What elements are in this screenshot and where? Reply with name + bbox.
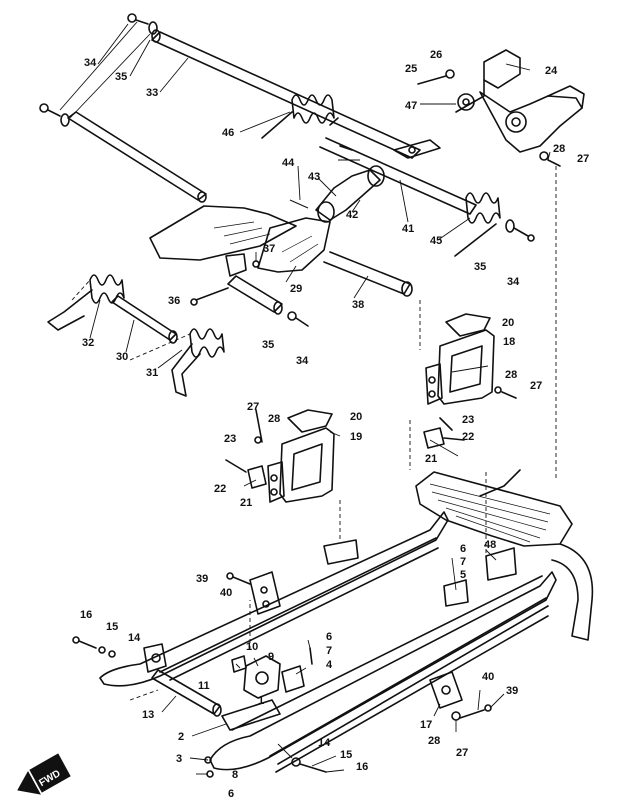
callout-35: 35 [474, 261, 486, 273]
callout-30: 30 [116, 351, 128, 363]
torsion-spring-upper [261, 94, 335, 139]
callout-5: 5 [460, 569, 466, 581]
callout-31: 31 [146, 367, 158, 379]
callout-14: 14 [128, 632, 141, 644]
callout-15: 15 [340, 749, 352, 761]
slide-rail-left [99, 511, 449, 687]
callout-28: 28 [428, 735, 440, 747]
callout-22: 22 [214, 483, 226, 495]
callout-34: 34 [296, 355, 309, 367]
callout-34: 34 [507, 276, 520, 288]
callout-14: 14 [318, 737, 331, 749]
callout-45: 45 [430, 235, 442, 247]
callout-43: 43 [308, 171, 320, 183]
torsion-spring-right [454, 192, 535, 257]
callout-19: 19 [350, 431, 362, 443]
callout-28: 28 [268, 413, 280, 425]
callout-13: 13 [142, 709, 154, 721]
callout-16: 16 [80, 609, 92, 621]
track-belt-section [415, 469, 594, 641]
callout-40: 40 [220, 587, 232, 599]
callout-9: 9 [268, 651, 274, 663]
callout-6: 6 [460, 543, 466, 555]
callout-17: 17 [420, 719, 432, 731]
callout-1: 1 [258, 695, 264, 707]
side-bracket-right [425, 313, 517, 405]
callout-2: 2 [178, 731, 184, 743]
upper-shaft [151, 29, 477, 215]
callout-48: 48 [484, 539, 496, 551]
callout-27: 27 [247, 401, 259, 413]
callout-38: 38 [352, 299, 364, 311]
forward-arrow-badge: FWD [17, 753, 71, 795]
callout-8: 8 [232, 769, 238, 781]
callout-47: 47 [405, 100, 417, 112]
upper-pivot-bracket [417, 49, 585, 167]
callout-21: 21 [425, 453, 437, 465]
slide-rail-right [209, 547, 557, 773]
callout-28: 28 [505, 369, 517, 381]
callout-10: 10 [246, 641, 258, 653]
callout-23: 23 [224, 433, 236, 445]
rear-axle-block [231, 647, 313, 699]
lower-pivot-arm [149, 205, 413, 315]
callout-44: 44 [282, 157, 295, 169]
side-bracket-left [225, 409, 335, 503]
callout-42: 42 [346, 209, 358, 221]
callout-7: 7 [326, 645, 332, 657]
callout-27: 27 [530, 380, 542, 392]
callout-33: 33 [146, 87, 158, 99]
callout-34: 34 [84, 57, 97, 69]
callout-24: 24 [545, 65, 558, 77]
callout-15: 15 [106, 621, 118, 633]
callout-21: 21 [240, 497, 252, 509]
bolt-washer-set-left [39, 13, 158, 127]
callout-40: 40 [482, 671, 494, 683]
callout-27: 27 [577, 153, 589, 165]
callout-6: 6 [326, 631, 332, 643]
callout-11: 11 [198, 680, 210, 692]
callout-27: 27 [456, 747, 468, 759]
callout-41: 41 [402, 223, 414, 235]
callout-25: 25 [405, 63, 417, 75]
callout-29: 29 [290, 283, 302, 295]
callout-46: 46 [222, 127, 234, 139]
callout-23: 23 [462, 414, 474, 426]
callout-20: 20 [502, 317, 514, 329]
leader-lines [89, 23, 557, 775]
callout-4: 4 [326, 659, 333, 671]
callout-35: 35 [262, 339, 274, 351]
rear-springs [47, 274, 309, 397]
callout-39: 39 [196, 573, 208, 585]
callout-35: 35 [115, 71, 127, 83]
lower-shaft [67, 111, 207, 203]
callout-39: 39 [506, 685, 518, 697]
callout-7: 7 [460, 556, 466, 568]
callout-18: 18 [503, 336, 515, 348]
callout-32: 32 [82, 337, 94, 349]
callout-36: 36 [168, 295, 180, 307]
callout-3: 3 [176, 753, 182, 765]
cross-shaft [129, 669, 222, 717]
callout-26: 26 [430, 49, 442, 61]
callout-20: 20 [350, 411, 362, 423]
callout-37: 37 [263, 243, 275, 255]
spacer-bushing-right [409, 417, 465, 470]
callout-28: 28 [553, 143, 565, 155]
callout-16: 16 [356, 761, 368, 773]
callout-22: 22 [462, 431, 474, 443]
lower-hardware [72, 572, 492, 778]
callout-6: 6 [228, 788, 234, 800]
callout-labels: 34 35 33 46 25 26 24 47 28 27 44 43 42 4… [80, 49, 589, 800]
